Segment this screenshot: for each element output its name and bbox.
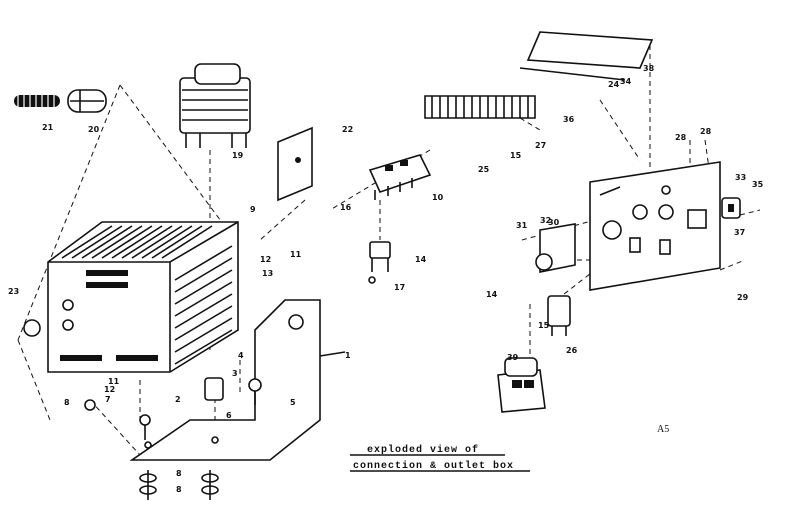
terminal-block-part: [368, 154, 432, 200]
spring-part: [14, 95, 60, 107]
callout-label: 16: [340, 203, 352, 212]
fastener-hardware: [84, 377, 262, 500]
callout-label: 15: [538, 321, 550, 330]
callout-label: 8: [64, 398, 70, 407]
callout-label: 2: [175, 395, 181, 404]
callout-label: 8: [176, 469, 182, 478]
callout-label: 38: [643, 64, 655, 73]
caption-line-2: connection & outlet box: [353, 460, 514, 472]
callout-label: 28: [700, 127, 712, 136]
mounting-plate-part: [277, 126, 313, 202]
callout-label: 35: [752, 180, 764, 189]
callout-label: 26: [566, 346, 578, 355]
callout-label: 14: [415, 255, 427, 264]
callout-label: 31: [516, 221, 528, 230]
caption-line-1: exploded view of: [367, 444, 479, 456]
callout-label: 13: [262, 269, 273, 278]
callout-label: 27: [535, 141, 546, 150]
callout-label: 5: [290, 398, 296, 407]
callout-label: 9: [250, 205, 256, 214]
outlet-receptacle-part: [721, 197, 741, 219]
callout-label: 11: [290, 250, 302, 259]
callout-label: 10: [432, 193, 444, 202]
part-callouts: 21 20 19 22 23 24 25 26 27 28 28 29 30 3…: [8, 64, 764, 494]
callout-label: 8: [176, 485, 182, 494]
diagram-caption: exploded view of connection & outlet box: [350, 444, 530, 472]
outlet-panel-part: [589, 161, 721, 291]
sheet-code: A5: [657, 424, 669, 435]
callout-label: 32: [540, 216, 551, 225]
bracket-part: [129, 299, 346, 461]
callout-label: 30: [548, 218, 560, 227]
cover-plate-part: [519, 31, 654, 81]
connection-box: [47, 221, 239, 373]
transformer-part: [179, 63, 251, 148]
callout-label: 33: [735, 173, 746, 182]
callout-label: 39: [507, 353, 519, 362]
callout-label: 14: [486, 290, 498, 299]
callout-label: 25: [478, 165, 490, 174]
callout-label: 7: [105, 395, 111, 404]
callout-label: 20: [88, 125, 100, 134]
callout-label: 37: [734, 228, 745, 237]
callout-label: 34: [620, 77, 632, 86]
callout-label: 29: [737, 293, 749, 302]
callout-label: 17: [394, 283, 405, 292]
callout-label: 6: [226, 411, 232, 420]
callout-label: 36: [563, 115, 575, 124]
small-relay-part: [547, 295, 571, 336]
callout-label: 23: [8, 287, 19, 296]
coupling-part: [67, 89, 107, 113]
callout-label: 12: [260, 255, 271, 264]
callout-label: 11: [108, 377, 120, 386]
callout-label: 21: [42, 123, 54, 132]
relay-part: [535, 223, 576, 273]
callout-label: 4: [238, 351, 244, 360]
callout-label: 15: [510, 151, 522, 160]
heat-sink-part: [424, 95, 536, 119]
callout-label: 1: [345, 351, 351, 360]
knob-part: [23, 319, 41, 337]
callout-label: 3: [232, 369, 238, 378]
small-switch-part: [368, 241, 391, 284]
outlet-box-part: [497, 357, 546, 413]
callout-label: 28: [675, 133, 687, 142]
callout-label: 12: [104, 385, 115, 394]
callout-label: 24: [608, 80, 620, 89]
callout-label: 22: [342, 125, 353, 134]
callout-label: 19: [232, 151, 244, 160]
